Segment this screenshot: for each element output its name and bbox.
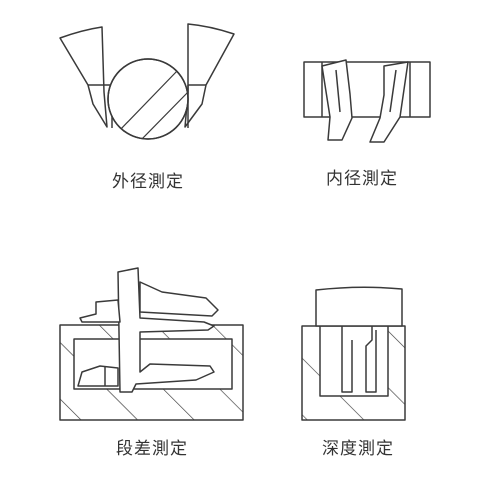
depth-figure: [301, 286, 406, 421]
caption-outer-diameter: 外径測定: [112, 172, 184, 192]
step-figure: [59, 267, 244, 421]
caption-step: 段差測定: [116, 439, 188, 459]
depth-caliper-body: [315, 286, 403, 327]
caliper-beam: [117, 267, 215, 393]
outer-diameter-figure: [59, 23, 235, 140]
caption-depth: 深度測定: [322, 439, 394, 459]
right-jaw: [184, 23, 235, 128]
caption-inner-diameter: 内径測定: [326, 169, 398, 189]
right-inner-jaw: [369, 61, 409, 143]
inner-diameter-figure: [303, 59, 431, 143]
caliper-jaw-upper: [139, 281, 219, 317]
left-jaw: [59, 26, 108, 128]
bore-workpiece: [303, 61, 431, 118]
left-inner-jaw: [321, 59, 353, 141]
caliper-jaw-left: [79, 299, 121, 323]
